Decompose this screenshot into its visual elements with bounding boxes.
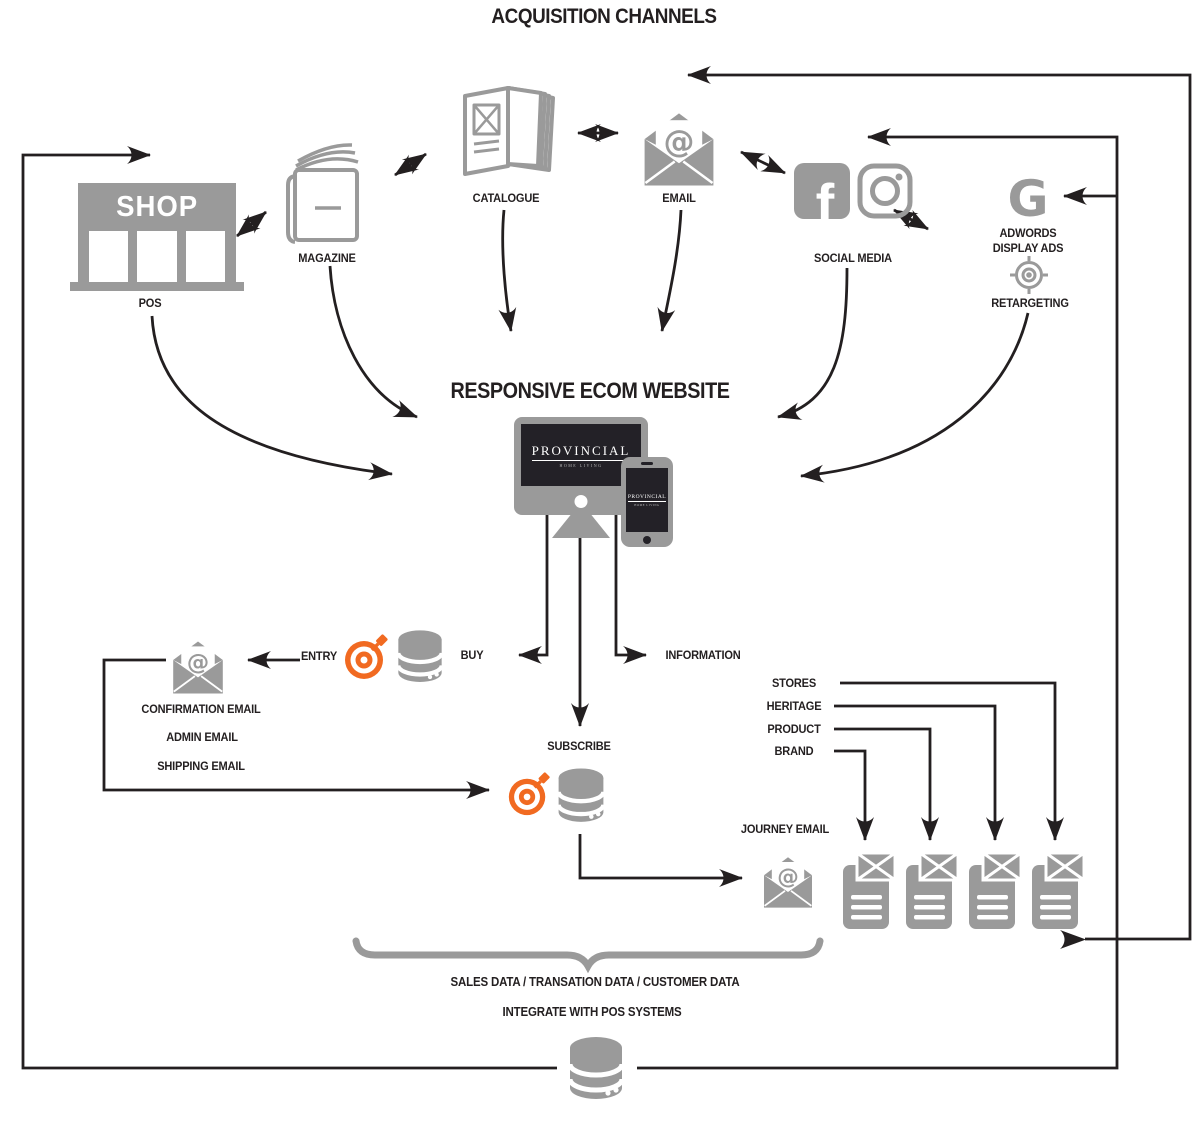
segment-label-heritage: HERITAGE (766, 699, 822, 713)
journey-email-icon: @ (764, 857, 812, 908)
admin-email-label: ADMIN EMAIL (166, 730, 238, 744)
website-information-arrow (614, 505, 647, 664)
monitor-stand (552, 515, 610, 538)
segment-label-brand: BRAND (774, 744, 814, 758)
email-label: EMAIL (662, 191, 696, 205)
at-glyph: @ (187, 649, 209, 675)
shop-window (185, 231, 225, 282)
segment-label-stores: STORES (771, 676, 817, 690)
segment-email-doc-icon (906, 851, 960, 929)
at-glyph: @ (664, 124, 695, 160)
shop-windows (78, 231, 236, 282)
phone-speaker (641, 462, 653, 465)
brand-logo: PROVINCIAL (627, 493, 667, 502)
data-brace (352, 937, 824, 974)
facebook-icon: f (794, 163, 850, 219)
loop-left-arrow (21, 146, 557, 1070)
information-label: INFORMATION (665, 648, 741, 662)
retargeting-label: RETARGETING (991, 296, 1069, 310)
doc-envelope (918, 851, 960, 882)
subscribe-to-journey-arrow (578, 834, 743, 887)
catalogue-to-website-arrow (498, 209, 517, 332)
adwords-label-line2: DISPLAY ADS (992, 241, 1064, 255)
phone-home-button (643, 535, 651, 544)
shipping-email-label: SHIPPING EMAIL (157, 759, 245, 773)
segment-label-product: PRODUCT (767, 722, 821, 736)
integration-label: INTEGRATE WITH POS SYSTEMS (502, 1005, 682, 1019)
smartphone-icon: PROVINCIAL HOME LIVING (621, 457, 673, 547)
target-dart (533, 772, 550, 789)
pos-label: POS (138, 296, 162, 310)
brand-tagline: HOME LIVING (559, 462, 603, 468)
data-summary-label: SALES DATA / TRANSATION DATA / CUSTOMER … (450, 975, 740, 989)
shop-sign-text: SHOP (116, 190, 198, 223)
loop-email-arrow (687, 66, 1192, 941)
shop-window (137, 231, 177, 282)
doc-envelope (855, 851, 897, 882)
monitor-chin-button (574, 495, 588, 508)
doc-envelope (981, 851, 1023, 882)
retargeting-to-website-arrow (800, 312, 1030, 483)
segment-email-doc-icon (969, 851, 1023, 929)
buy-database-icon (396, 630, 444, 682)
phone-screen: PROVINCIAL HOME LIVING (626, 468, 668, 532)
doc-envelope (1044, 851, 1086, 882)
instagram-icon (857, 163, 913, 219)
subscribe-label: SUBSCRIBE (547, 739, 611, 753)
segment-email-doc-icon (843, 851, 897, 929)
magazine-to-website-arrow (328, 265, 418, 419)
magazine-icon (286, 143, 359, 244)
at-glyph: @ (777, 865, 799, 890)
segment-email-doc-icon (1032, 851, 1086, 929)
pos-to-website-arrow (150, 315, 393, 481)
subscribe-database-icon (556, 768, 606, 822)
brand-arrow (834, 749, 874, 841)
social-to-website-arrow (777, 267, 849, 420)
buy-label: BUY (460, 648, 484, 662)
brand-logo: PROVINCIAL (531, 443, 631, 461)
subscribe-target-icon (508, 772, 550, 816)
email-icon: @ (644, 113, 714, 186)
facebook-f-glyph: f (816, 172, 835, 219)
email-to-website-arrow (657, 209, 683, 332)
shop-icon: SHOP (70, 183, 244, 291)
google-g-glyph: G (1007, 172, 1048, 222)
emails-to-subscribe-arrow (102, 658, 490, 799)
retargeting-crosshair-icon (1010, 256, 1048, 294)
magazine-catalogue-link (394, 152, 427, 177)
shop-window (89, 231, 129, 282)
shop-awning: SHOP (78, 183, 236, 231)
catalogue-icon (463, 86, 555, 176)
shop-base (70, 282, 244, 291)
google-icon: G (1007, 172, 1048, 222)
entry-label: ENTRY (300, 649, 338, 663)
product-arrow (834, 727, 939, 841)
pos-database-icon (567, 1037, 625, 1099)
website-heading: RESPONSIVE ECOM WEBSITE (450, 378, 730, 403)
adwords-label-line1: ADWORDS (999, 226, 1057, 240)
website-buy-arrow (518, 505, 549, 664)
stores-arrow (840, 681, 1064, 841)
target-dart (370, 634, 388, 652)
loop-direction-chevron (1060, 930, 1086, 949)
shop-magazine-link (236, 210, 267, 238)
magazine-label: MAGAZINE (298, 251, 356, 265)
confirmation-email-label: CONFIRMATION EMAIL (141, 702, 261, 716)
brand-tagline: HOME LIVING (634, 502, 660, 507)
journey-email-label: JOURNEY EMAIL (740, 822, 830, 836)
loop-social-arrow (637, 128, 1119, 1070)
email-social-link (740, 150, 786, 175)
entry-target-icon (345, 634, 388, 679)
page-title: ACQUISITION CHANNELS (491, 5, 717, 28)
catalogue-label: CATALOGUE (472, 191, 540, 205)
social-media-label: SOCIAL MEDIA (814, 251, 892, 265)
heritage-arrow (834, 704, 1004, 841)
confirmation-email-icon: @ (173, 641, 223, 694)
